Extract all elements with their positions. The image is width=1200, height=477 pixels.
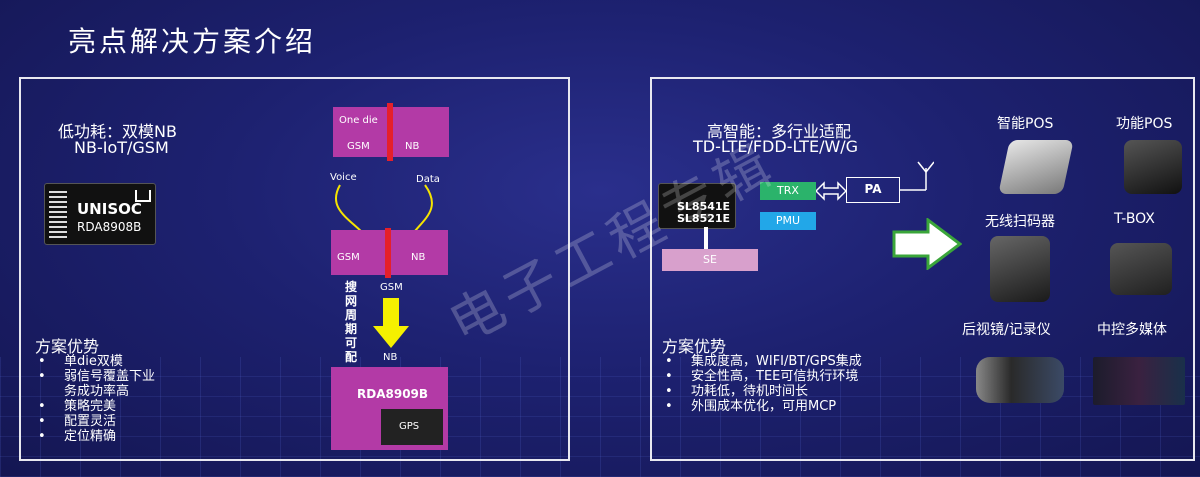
left-panel [19, 77, 570, 461]
gsm-mid-label: GSM [337, 252, 360, 263]
rda8909b-label: RDA8909B [357, 387, 429, 401]
nb-top-label: NB [405, 141, 420, 152]
gps-label: GPS [399, 421, 420, 432]
voice-label: Voice [330, 172, 357, 183]
search-char-2: 网 [345, 294, 358, 308]
sl85-chip: SL8541E SL8521E [658, 183, 736, 229]
chip-model: RDA8908B [77, 220, 142, 234]
list-item: •策略完美 [38, 399, 117, 414]
list-item: •安全性高，TEE可信执行环境 [665, 369, 859, 384]
bidirectional-arrow-icon [816, 181, 846, 201]
list-item: •弱信号覆盖下业 [38, 369, 156, 384]
mid-divider [385, 228, 391, 278]
device-label-t-box: T-BOX [1114, 211, 1155, 227]
one-die-block: One die GSM NB [333, 103, 449, 161]
se-block: SE [662, 249, 758, 271]
page-title: 亮点解决方案介绍 [68, 25, 317, 58]
gsm-label: GSM [380, 282, 403, 293]
search-char-6: 配 [345, 350, 358, 364]
se-label: SE [703, 253, 717, 266]
pmu-block: PMU [760, 212, 816, 230]
nb-label: NB [383, 352, 398, 363]
search-char-1: 搜 [345, 280, 358, 294]
search-char-3: 周 [345, 308, 358, 322]
left-advantages-list: •单die双模 •弱信号覆盖下业 务成功率高 •策略完美 •配置灵活 •定位精确 [38, 354, 155, 444]
data-label: Data [416, 174, 440, 185]
right-arrow-icon [892, 218, 962, 270]
device-label-central-multimedia: 中控多媒体 [1097, 322, 1167, 338]
wireless-scanner-icon [990, 236, 1050, 302]
unisoc-logo-icon [135, 190, 151, 202]
pa-block: PA [846, 177, 900, 203]
list-item: •外围成本优化，可用MCP [665, 399, 837, 414]
right-heading-2: TD-LTE/FDD-LTE/W/G [693, 137, 859, 156]
chip-pins-icon [49, 190, 67, 238]
chip-connector [704, 227, 708, 249]
smart-pos-icon [998, 140, 1074, 194]
function-pos-icon [1124, 140, 1182, 194]
antenna-icon [900, 161, 934, 191]
down-arrow-icon [373, 298, 409, 348]
list-item: •配置灵活 [38, 414, 117, 429]
right-panel [650, 77, 1195, 461]
trx-block: TRX [760, 182, 816, 200]
chip-brand: UNISOC [77, 200, 142, 218]
left-heading-1: 低功耗：双模NB [58, 122, 177, 141]
search-char-4: 期 [345, 322, 358, 336]
device-label-smart-pos: 智能POS [997, 116, 1054, 132]
unisoc-chip: UNISOC RDA8908B [44, 183, 156, 245]
die-divider [387, 103, 393, 161]
nb-mid-label: NB [411, 252, 426, 263]
device-label-wireless-scanner: 无线扫码器 [985, 214, 1055, 230]
search-cycle-label: 搜 网 周 期 可 配 [345, 280, 361, 364]
rda8909b-block: RDA8909B GPS [331, 367, 448, 450]
device-label-function-pos: 功能POS [1116, 116, 1173, 132]
pmu-label: PMU [775, 214, 801, 227]
gsm-top-label: GSM [347, 141, 370, 152]
multimedia-unit-icon [1093, 357, 1185, 405]
rearview-mirror-icon [976, 357, 1064, 403]
list-item: •定位精确 [38, 429, 117, 444]
left-advantages-title: 方案优势 [35, 337, 100, 356]
t-box-icon [1110, 243, 1172, 295]
search-char-5: 可 [345, 336, 358, 350]
sl8541e-label: SL8541E [677, 200, 731, 213]
gps-block: GPS [381, 409, 443, 445]
list-item: •集成度高，WIFI/BT/GPS集成 [665, 354, 862, 369]
trx-label: TRX [777, 184, 799, 197]
right-advantages-title: 方案优势 [662, 337, 727, 356]
one-die-label: One die [339, 115, 378, 126]
pa-label: PA [864, 182, 882, 196]
gsm-nb-block: GSM NB [331, 228, 448, 278]
list-item: •功耗低，待机时间长 [665, 384, 809, 399]
sl8521e-label: SL8521E [677, 212, 731, 225]
list-item: 务成功率高 [64, 384, 130, 399]
left-heading-2: NB-IoT/GSM [74, 138, 169, 157]
right-heading-1: 高智能：多行业适配 [707, 122, 852, 141]
list-item: •单die双模 [38, 354, 123, 369]
right-advantages-list: •集成度高，WIFI/BT/GPS集成 •安全性高，TEE可信执行环境 •功耗低… [665, 354, 862, 414]
device-label-rearview-recorder: 后视镜/记录仪 [962, 322, 1051, 338]
